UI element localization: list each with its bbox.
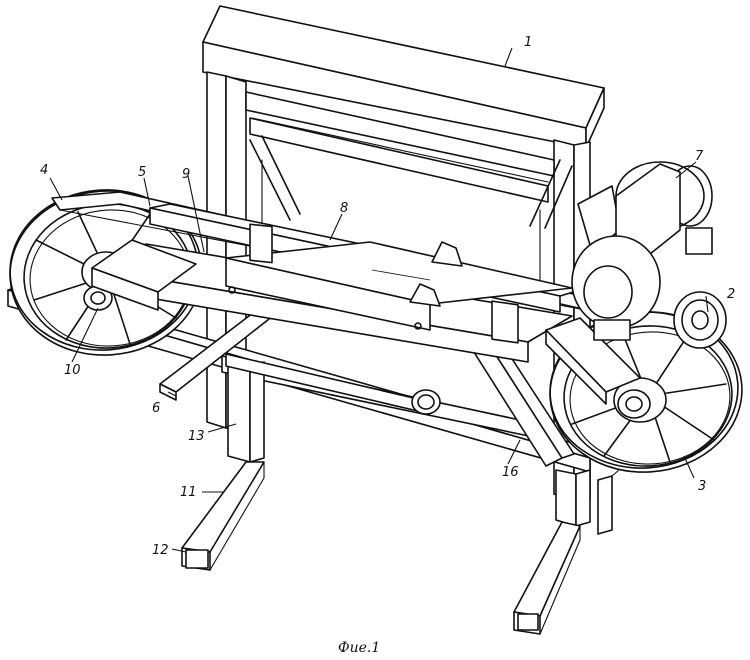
callout-1: 1 <box>524 35 532 50</box>
motor <box>571 161 713 341</box>
callout-labels: 1 2 3 4 5 6 7 8 9 10 11 12 13 16 <box>40 35 735 558</box>
callout-3: 3 <box>698 479 706 494</box>
leader-lines <box>49 47 709 553</box>
callout-8: 8 <box>340 201 348 216</box>
small-pulley <box>673 291 727 349</box>
callout-13: 13 <box>188 429 205 444</box>
callout-10: 10 <box>64 363 81 378</box>
callout-4: 4 <box>40 163 48 178</box>
callout-2: 2 <box>727 287 735 302</box>
callout-16: 16 <box>502 465 519 480</box>
callout-9: 9 <box>182 167 190 182</box>
carriage <box>91 223 641 405</box>
lower-shaft <box>225 353 441 415</box>
callout-6: 6 <box>152 401 160 416</box>
callout-12: 12 <box>152 543 169 558</box>
callout-11: 11 <box>180 485 197 500</box>
callout-7: 7 <box>695 149 704 164</box>
figure-caption: Фие.1 <box>338 640 380 656</box>
callout-5: 5 <box>138 165 146 180</box>
